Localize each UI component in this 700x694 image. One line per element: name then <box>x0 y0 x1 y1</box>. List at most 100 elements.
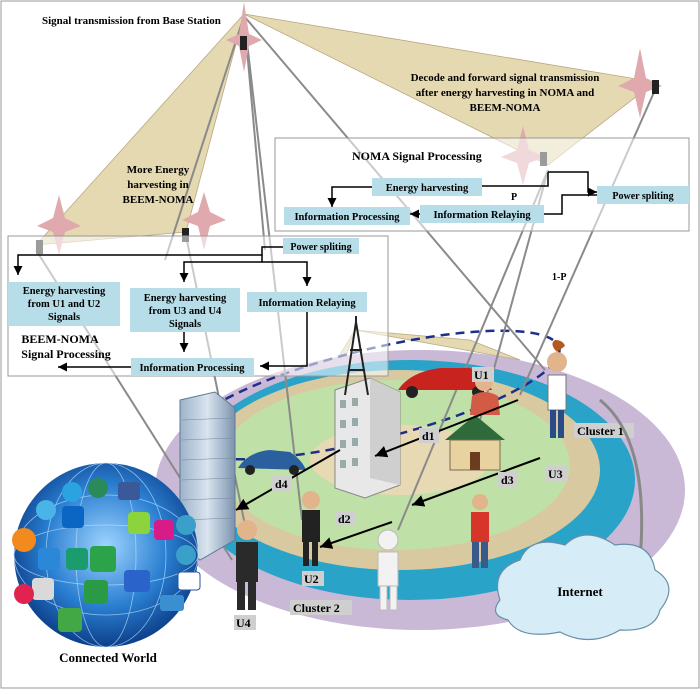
beem-eh-u3u4-text: Energy harvesting from U3 and U4 Signals <box>144 293 227 330</box>
cluster1-label-bg <box>574 423 634 438</box>
svg-text:after energy harvesting in NOM: after energy harvesting in NOMA and <box>416 87 595 99</box>
beem-information-relaying-text: Information Relaying <box>258 298 356 309</box>
beem-eh-u3u4-box <box>130 288 240 332</box>
noma-arrows <box>327 171 597 219</box>
d2-label: d2 <box>338 512 351 526</box>
svg-text:from U1 and U2: from U1 and U2 <box>28 299 100 310</box>
computer-icon <box>32 578 54 600</box>
one-minus-p-label: 1-P <box>552 272 566 283</box>
beem-panel: Power spliting Energy harvesting from U1… <box>7 235 389 377</box>
linkedin-icon <box>62 506 84 528</box>
svg-text:More Energy: More Energy <box>127 164 190 176</box>
beem-information-processing-text: Information Processing <box>139 363 245 374</box>
internet-cable <box>599 398 644 561</box>
d2-label-bg <box>335 511 355 526</box>
group-icon <box>176 515 196 535</box>
svg-text:Decode and forward signal tran: Decode and forward signal transmission <box>411 72 600 84</box>
satellite-icon-beem <box>182 192 226 250</box>
u4-label: U4 <box>236 616 251 630</box>
u3-label: U3 <box>548 467 563 481</box>
u2-label-bg <box>302 571 324 586</box>
u4-label-bg <box>234 615 256 630</box>
beem-arrows <box>13 246 312 372</box>
u2-label: U2 <box>304 572 319 586</box>
cluster2-label: Cluster 2 <box>293 601 340 615</box>
more-energy-label: More Energy harvesting in BEEM-NOMA <box>123 164 194 206</box>
red-shirt-person-icon <box>471 494 489 568</box>
svg-text:BEEM-NOMA: BEEM-NOMA <box>21 332 99 346</box>
beem-information-processing-box <box>131 358 254 376</box>
u3-label-bg <box>546 466 568 481</box>
chat-icon <box>128 512 150 534</box>
blue-car-icon <box>238 450 306 475</box>
noma-power-spliting-text: Power spliting <box>612 191 673 202</box>
cell-tower-icon <box>344 316 369 396</box>
svg-text:harvesting in: harvesting in <box>127 179 188 191</box>
phone-call-icon <box>154 520 174 540</box>
cluster1-label: Cluster 1 <box>577 424 624 438</box>
beem-power-spliting-text: Power spliting <box>290 242 351 253</box>
user-u3-icon <box>547 340 567 438</box>
beem-power-spliting-box <box>283 238 359 254</box>
satellite-icon-bs <box>226 2 262 72</box>
office-building <box>334 377 401 499</box>
svg-text:BEEM-NOMA: BEEM-NOMA <box>123 194 194 206</box>
svg-text:Energy harvesting: Energy harvesting <box>23 286 106 297</box>
d4-label: d4 <box>275 477 288 491</box>
noma-power-spliting-box <box>597 186 689 204</box>
internet-label: Internet <box>557 584 603 599</box>
decode-forward-label: Decode and forward signal transmission a… <box>411 72 600 114</box>
video-icon <box>118 482 140 500</box>
cluster2-label-bg <box>290 600 352 615</box>
noma-panel: NOMA Signal Processing Energy harvesting… <box>274 137 690 232</box>
white-person-icon <box>377 529 399 611</box>
p-label: P <box>511 192 517 203</box>
wifi-icon <box>90 546 116 572</box>
social-app-icons <box>12 478 201 632</box>
svg-text:from U3 and U4: from U3 and U4 <box>149 306 222 317</box>
d1-label-bg <box>419 428 439 443</box>
d1-label: d1 <box>422 429 435 443</box>
beem-eh-u1u2-box <box>8 282 120 326</box>
d4-label-bg <box>272 476 292 491</box>
noma-information-relaying-text: Information Relaying <box>433 210 531 221</box>
smiley-icon <box>176 545 196 565</box>
chat-bubble-icon <box>160 595 184 611</box>
noma-title: NOMA Signal Processing <box>352 149 482 163</box>
noma-energy-harvesting-text: Energy harvesting <box>386 183 469 194</box>
svg-text:BEEM-NOMA: BEEM-NOMA <box>470 102 541 114</box>
internet-cloud-icon <box>494 534 670 641</box>
phone-icon <box>14 584 34 604</box>
u1-label-bg <box>472 367 494 382</box>
skyscraper <box>179 391 236 561</box>
noma-information-processing-box <box>284 207 410 225</box>
twitter-icon <box>36 500 56 520</box>
svg-text:Signal Processing: Signal Processing <box>21 347 110 361</box>
user-u2-icon <box>302 491 320 566</box>
connected-world-label: Connected World <box>59 650 157 665</box>
settings-icon <box>84 580 108 604</box>
rss-icon <box>12 528 36 552</box>
beem-eh-u1u2-text: Energy harvesting from U1 and U2 Signals <box>23 286 106 323</box>
maps-icon <box>88 478 108 498</box>
telegram-icon <box>62 482 82 502</box>
user-u4-icon <box>236 520 258 610</box>
noma-information-relaying-box <box>420 205 544 223</box>
noma-energy-harvesting-box <box>372 178 482 196</box>
people-icon <box>124 570 150 592</box>
satellite-icon-right <box>618 48 662 118</box>
d3-label-bg <box>498 472 518 487</box>
beem-title: BEEM-NOMA Signal Processing <box>21 332 110 361</box>
noma-information-processing-text: Information Processing <box>294 212 400 223</box>
beem-information-relaying-box <box>247 292 367 312</box>
d3-label: d3 <box>501 473 514 487</box>
svg-text:Signals: Signals <box>169 319 201 330</box>
mail-icon <box>177 571 201 591</box>
title-bs-label: Signal transmission from Base Station <box>42 15 221 27</box>
car-app-icon <box>66 548 88 570</box>
u1-label: U1 <box>474 368 489 382</box>
svg-text:Signals: Signals <box>48 312 80 323</box>
